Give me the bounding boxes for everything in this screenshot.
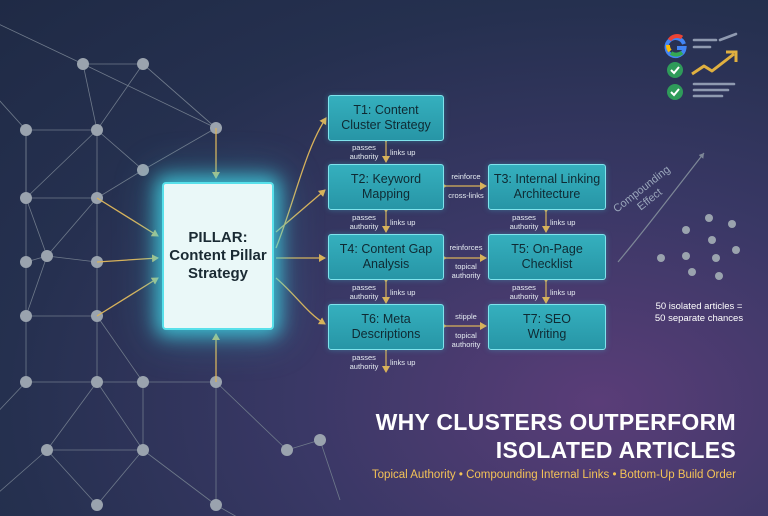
network-node (20, 124, 32, 136)
network-edge (82, 63, 217, 129)
network-edge (142, 449, 217, 506)
topic-box-t6: T6: Meta Descriptions (328, 304, 444, 350)
network-edge (319, 439, 341, 501)
topic-box-t7: T7: SEO Writing (488, 304, 606, 350)
page-subtitle: Topical Authority • Compounding Internal… (371, 469, 736, 481)
network-node (20, 192, 32, 204)
network-node (137, 444, 149, 456)
network-edge (46, 381, 98, 451)
network-edge (0, 381, 27, 411)
network-node (137, 58, 149, 70)
network-node (41, 444, 53, 456)
list-lines-icon (692, 38, 736, 98)
link-label-links-up: links up (550, 218, 576, 227)
network-node (137, 164, 149, 176)
seo-icon-cluster (664, 32, 738, 100)
network-edge (82, 63, 98, 131)
network-edge (96, 129, 144, 171)
network-edge (46, 449, 98, 506)
network-edge (96, 315, 144, 383)
network-node (41, 250, 53, 262)
topic-box-t2: T2: Keyword Mapping (328, 164, 444, 210)
pillar-outbound-arrows (275, 117, 327, 325)
cross-arrows (440, 182, 487, 330)
network-edge (215, 504, 237, 516)
network-edge (96, 381, 144, 451)
network-node (91, 499, 103, 511)
link-label-links-up: links up (390, 218, 416, 227)
network-node (314, 434, 326, 446)
network-edge (96, 169, 144, 199)
network-edge (46, 255, 98, 263)
topic-box-t3: T3: Internal Linking Architecture (488, 164, 606, 210)
network-node (20, 376, 32, 388)
network-edge (142, 63, 217, 129)
link-label-links-up: links up (390, 288, 416, 297)
network-edge (0, 449, 48, 492)
isolated-articles-note: 50 isolated articles = 50 separate chanc… (654, 301, 744, 324)
network-edge (215, 381, 288, 451)
google-g-icon (664, 34, 687, 59)
topic-box-t1: T1: Content Cluster Strategy (328, 95, 444, 141)
network-node (281, 444, 293, 456)
isolated-dots (657, 214, 740, 280)
network-node (210, 499, 222, 511)
network-edges (0, 24, 341, 516)
link-label-topical-authority: topical authority (451, 262, 481, 280)
check-icon (667, 62, 683, 78)
trend-up-arrow-icon (691, 50, 738, 76)
network-edge (96, 449, 144, 506)
network-edge (96, 63, 144, 131)
network-node (91, 124, 103, 136)
link-label-links-up: links up (390, 358, 416, 367)
pillar-inbound-arrows (96, 128, 220, 382)
link-label-links-up: links up (390, 148, 416, 157)
topic-box-t4: T4: Content Gap Analysis (328, 234, 444, 280)
link-label-passes-authority: passes authority (509, 283, 539, 301)
network-node (20, 256, 32, 268)
network-edge (142, 127, 217, 171)
link-label-links-up: links up (550, 288, 576, 297)
link-label-passes-authority: passes authority (509, 213, 539, 231)
check-icon (667, 84, 683, 100)
link-label-topical-authority: topical authority (451, 331, 481, 349)
link-label-passes-authority: passes authority (349, 143, 379, 161)
network-edge (0, 24, 84, 65)
link-label-passes-authority: passes authority (349, 353, 379, 371)
network-edge (46, 197, 98, 257)
compounding-arrow (617, 152, 705, 263)
pillar-box: PILLAR: Content Pillar Strategy (162, 182, 274, 330)
network-edge (25, 255, 48, 317)
page-title: WHY CLUSTERS OUTPERFORM ISOLATED ARTICLE… (375, 409, 736, 463)
link-label-passes-authority: passes authority (349, 213, 379, 231)
network-node (91, 376, 103, 388)
network-node (77, 58, 89, 70)
network-edge (25, 129, 98, 199)
network-edge (0, 100, 27, 131)
tier-arrows (382, 136, 550, 373)
link-label-reinforces: reinforces (449, 243, 483, 252)
network-nodes (20, 58, 326, 511)
link-label-reinforce: reinforce (451, 172, 481, 181)
link-label-passes-authority: passes authority (349, 283, 379, 301)
network-node (20, 310, 32, 322)
network-edge (25, 197, 48, 257)
topic-box-t5: T5: On-Page Checklist (488, 234, 606, 280)
link-label-stipple: stipple (455, 312, 477, 321)
network-node (137, 376, 149, 388)
link-label-cross-links: cross-links (448, 191, 484, 200)
